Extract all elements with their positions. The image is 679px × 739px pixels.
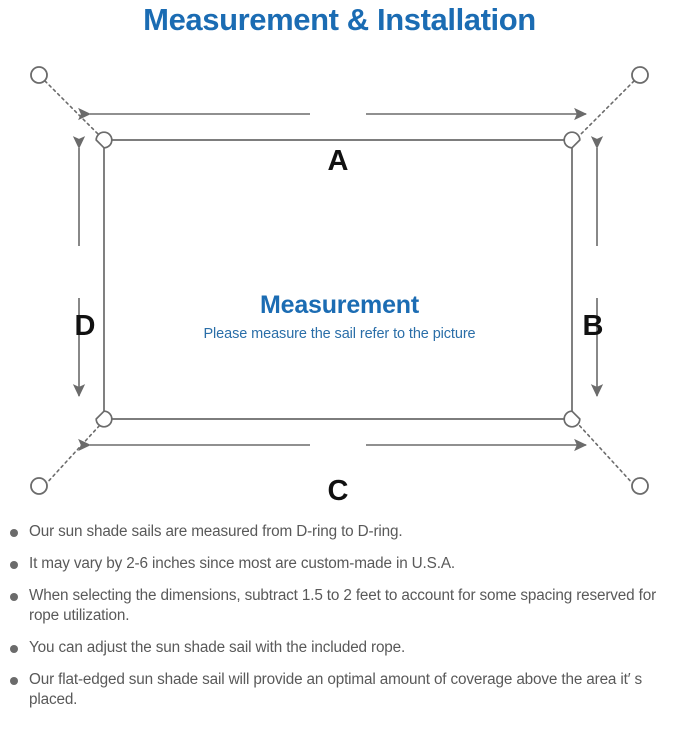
rope-top-right: [578, 80, 635, 137]
bottom-left-d-ring: [95, 410, 113, 428]
measurement-heading: Measurement: [260, 291, 419, 319]
notes-list: Our sun shade sails are measured from D-…: [0, 522, 679, 722]
top-left-anchor-ring: [30, 66, 48, 84]
dimension-label-a: A: [327, 145, 349, 177]
bottom-right-anchor-ring: [631, 477, 649, 495]
page-title: Measurement & Installation: [143, 2, 536, 37]
list-item: When selecting the dimensions, subtract …: [0, 586, 679, 626]
list-item: Our flat-edged sun shade sail will provi…: [0, 670, 679, 710]
top-right-d-ring: [563, 131, 581, 149]
list-item: It may vary by 2-6 inches since most are…: [0, 554, 679, 574]
bottom-right-d-ring: [563, 410, 581, 428]
list-item: Our sun shade sails are measured from D-…: [0, 522, 679, 542]
d-rings: [95, 131, 581, 428]
dimension-label-d: D: [74, 310, 96, 342]
rope-lines: [44, 80, 635, 486]
top-right-anchor-ring: [631, 66, 649, 84]
rope-bottom-left: [44, 424, 101, 486]
top-left-d-ring: [95, 131, 113, 149]
bullet-icon: [10, 677, 18, 685]
note-text: Our flat-edged sun shade sail will provi…: [29, 671, 643, 708]
bullet-icon: [10, 561, 18, 569]
note-text: When selecting the dimensions, subtract …: [29, 587, 657, 624]
bullet-icon: [10, 593, 18, 601]
measurement-diagram-svg: [30, 66, 649, 495]
bullet-icon: [10, 645, 18, 653]
list-item: You can adjust the sun shade sail with t…: [0, 638, 679, 658]
dimension-label-c: C: [327, 475, 349, 507]
note-text: You can adjust the sun shade sail with t…: [29, 639, 406, 656]
measurement-subtext: Please measure the sail refer to the pic…: [203, 326, 476, 342]
measurement-diagram: Measurement Please measure the sail refe…: [0, 48, 679, 513]
anchor-rings: [30, 66, 649, 495]
rope-top-left: [44, 80, 101, 137]
rope-bottom-right: [578, 424, 635, 486]
dimension-label-b: B: [582, 310, 604, 342]
sail-rectangle: [103, 139, 573, 420]
note-text: It may vary by 2-6 inches since most are…: [29, 555, 455, 572]
note-text: Our sun shade sails are measured from D-…: [29, 523, 403, 540]
bullet-icon: [10, 529, 18, 537]
bottom-left-anchor-ring: [30, 477, 48, 495]
